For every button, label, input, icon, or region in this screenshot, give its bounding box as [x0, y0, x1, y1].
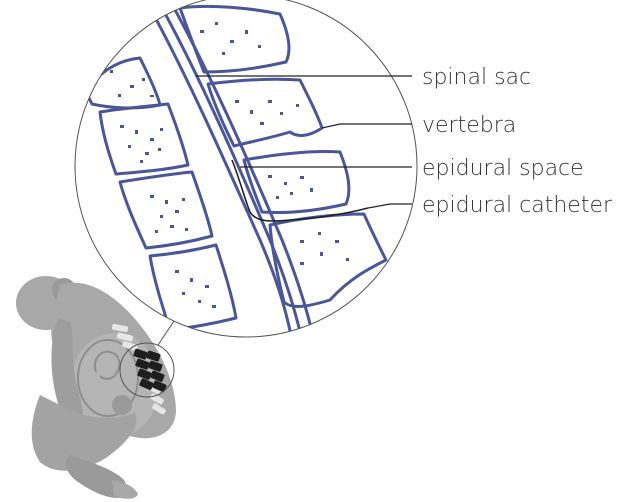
- label-vertebra: vertebra: [422, 113, 516, 138]
- label-epidural-space: epidural space: [422, 156, 584, 181]
- label-epidural-catheter: epidural catheter: [422, 193, 613, 218]
- labels: spinal sac vertebra epidural space epidu…: [422, 65, 613, 218]
- spine-detail-magnifier: [75, 0, 417, 340]
- label-spinal-sac: spinal sac: [422, 65, 531, 90]
